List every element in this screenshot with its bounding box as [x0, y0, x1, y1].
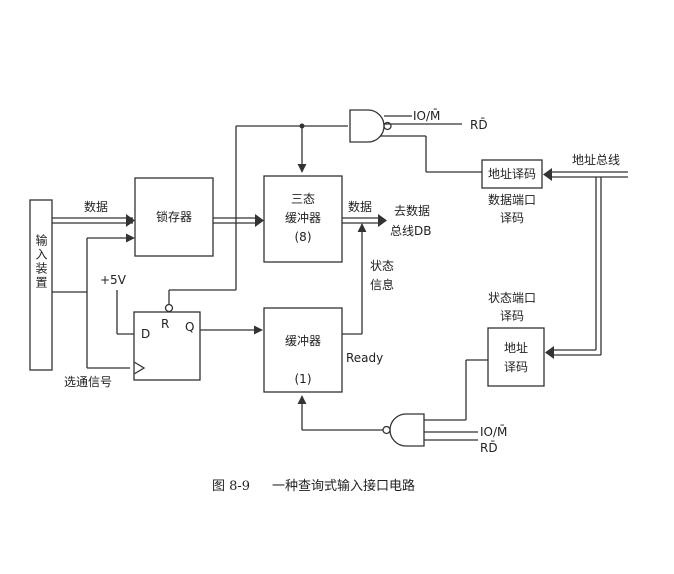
tristate-out-arrow	[378, 214, 387, 227]
to-db-label-2: 总线DB	[390, 224, 431, 238]
addr-bus-label: 地址总线	[572, 153, 620, 167]
tristate-label-2: 缓冲器	[285, 210, 321, 225]
latch-to-tristate-arrow	[255, 214, 264, 227]
input-device-label: 输入装置	[34, 233, 48, 290]
data-bus-arrow	[126, 214, 135, 227]
status-port-decode-label-2: 译码	[500, 309, 524, 323]
dff-d-label: D	[141, 327, 150, 341]
buffer-1-label-1: 缓冲器	[285, 333, 321, 348]
input-device-box	[29, 199, 53, 371]
tristate-data-label: 数据	[348, 199, 372, 214]
addr-decoder-top-box	[481, 159, 543, 189]
status-info-label-2: 信息	[370, 277, 394, 292]
data-port-decode-label-2: 译码	[500, 211, 524, 225]
latch-label: 锁存器	[156, 209, 192, 224]
latch-box	[134, 177, 214, 257]
dff-r-label: R	[161, 317, 169, 331]
dff-clock-mark	[133, 361, 146, 375]
bottom-gate-body	[389, 413, 425, 447]
addr-bus-top-arrow	[543, 168, 552, 181]
strobe-label: 选通信号	[64, 375, 112, 389]
to-db-label-1: 去数据	[394, 203, 430, 218]
addr-bus-bottom-arrow	[545, 346, 554, 359]
buffer-1-box	[263, 307, 343, 393]
figure-title: 一种查询式输入接口电路	[272, 478, 415, 494]
figure-number: 图 8-9	[212, 479, 250, 494]
top-gate-body	[349, 109, 385, 143]
plus5v-label: +5V	[100, 273, 127, 287]
dff-q-label: Q	[185, 320, 194, 334]
addr-decoder-bottom-label-1: 地址	[504, 341, 528, 355]
status-info-label-1: 状态	[370, 259, 394, 273]
bottom-rd-label: RD̄	[480, 441, 498, 455]
top-io-m-label: IO/M̄	[413, 109, 440, 123]
top-rd-label: RD̄	[470, 118, 488, 132]
ready-label: Ready	[346, 351, 383, 365]
buffer-1-label-2: (1)	[295, 372, 312, 386]
addr-decoder-top-label: 地址译码	[488, 167, 536, 181]
d-flipflop-box	[133, 311, 201, 381]
addr-decoder-bottom-box	[487, 327, 545, 387]
dff-reset-bubble	[164, 303, 174, 313]
tristate-label-1: 三态	[291, 192, 315, 206]
status-port-decode-label-1: 状态端口	[488, 291, 536, 305]
bottom-gate-bubble	[382, 425, 391, 435]
tristate-label-3: (8)	[295, 230, 312, 244]
data-port-decode-label-1: 数据端口	[488, 192, 536, 207]
addr-decoder-bottom-label-2: 译码	[504, 360, 528, 374]
bottom-io-m-label: IO/M̄	[480, 425, 507, 439]
tristate-buffer-box	[263, 175, 343, 263]
data-label: 数据	[84, 199, 108, 214]
